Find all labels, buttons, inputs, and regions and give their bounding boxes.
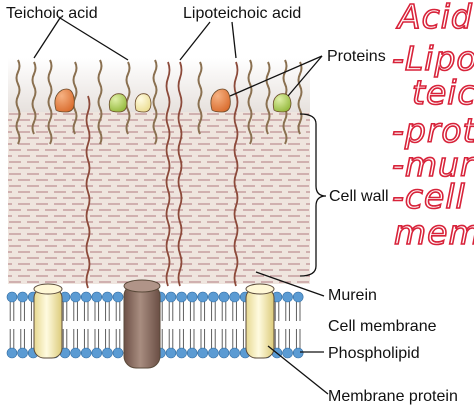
yellow-membrane-protein bbox=[33, 283, 63, 359]
membrane-proteins bbox=[33, 279, 275, 369]
lipoteichoic-acid-strands bbox=[85, 61, 239, 289]
phospholipid-head bbox=[102, 291, 113, 303]
yellow-membrane-protein bbox=[245, 283, 275, 359]
phospholipid-head bbox=[17, 291, 28, 303]
phospholipid-head bbox=[229, 291, 240, 303]
green-protein bbox=[272, 93, 292, 113]
proteins-label: Proteins bbox=[327, 48, 386, 65]
handwritten-note: -prot bbox=[392, 111, 474, 150]
phospholipid-head bbox=[80, 347, 92, 359]
phospholipid-head bbox=[91, 291, 103, 303]
yellow-protein bbox=[134, 93, 152, 113]
phospholipid-head bbox=[165, 291, 177, 303]
phospholipid-head bbox=[17, 347, 28, 359]
phospholipid-head bbox=[282, 347, 293, 359]
teichoic-acid-label: Teichoic acid bbox=[6, 5, 98, 22]
phospholipid-head bbox=[91, 347, 103, 359]
phospholipid-head bbox=[292, 291, 304, 303]
phospholipid-head bbox=[70, 347, 81, 359]
brown-membrane-protein bbox=[123, 279, 161, 369]
phospholipid-head bbox=[186, 291, 198, 303]
phospholipid-head bbox=[208, 347, 219, 359]
membrane-protein-label: Membrane protein bbox=[328, 388, 458, 405]
orange-protein bbox=[54, 88, 75, 113]
phospholipid-head bbox=[102, 347, 113, 359]
murein-label: Murein bbox=[328, 287, 377, 304]
phospholipid-head bbox=[112, 347, 124, 359]
phospholipid-head bbox=[229, 347, 240, 359]
surface-proteins bbox=[54, 88, 292, 113]
handwritten-note: Acid bbox=[396, 0, 473, 36]
phospholipid-head bbox=[6, 291, 18, 303]
phospholipid-head bbox=[176, 347, 187, 359]
phospholipid-head bbox=[186, 347, 198, 359]
phospholipid-head bbox=[197, 347, 209, 359]
phospholipid-label: Phospholipid bbox=[328, 345, 420, 362]
handwritten-note: teich bbox=[412, 73, 474, 112]
phospholipid-head bbox=[197, 291, 209, 303]
phospholipid-head bbox=[282, 291, 293, 303]
handwritten-note: memb bbox=[394, 213, 474, 252]
green-protein bbox=[108, 93, 128, 113]
cell-membrane-label: Cell membrane bbox=[328, 318, 437, 335]
phospholipid-head bbox=[80, 291, 92, 303]
phospholipid-head bbox=[165, 347, 177, 359]
label-pointers bbox=[33, 17, 329, 395]
phospholipid-head bbox=[112, 291, 124, 303]
lipoteichoic-acid-label: Lipoteichoic acid bbox=[183, 5, 301, 22]
handwritten-notes: Acid -Lipo teich -prot -mur -cell memb bbox=[391, 0, 474, 253]
handwritten-note: -cell bbox=[392, 177, 466, 216]
cell-wall-region bbox=[8, 58, 310, 284]
phospholipid-head bbox=[292, 347, 304, 359]
phospholipid-head bbox=[208, 291, 219, 303]
orange-protein bbox=[210, 88, 231, 113]
handwritten-note: -mur bbox=[392, 145, 474, 184]
phospholipid-head bbox=[6, 347, 18, 359]
cell-wall-label: Cell wall bbox=[329, 188, 389, 205]
phospholipid-head bbox=[70, 291, 81, 303]
handwritten-note: -Lipo bbox=[392, 39, 474, 78]
phospholipid-head bbox=[176, 291, 187, 303]
phospholipid-head bbox=[218, 291, 230, 303]
phospholipid-head bbox=[218, 347, 230, 359]
